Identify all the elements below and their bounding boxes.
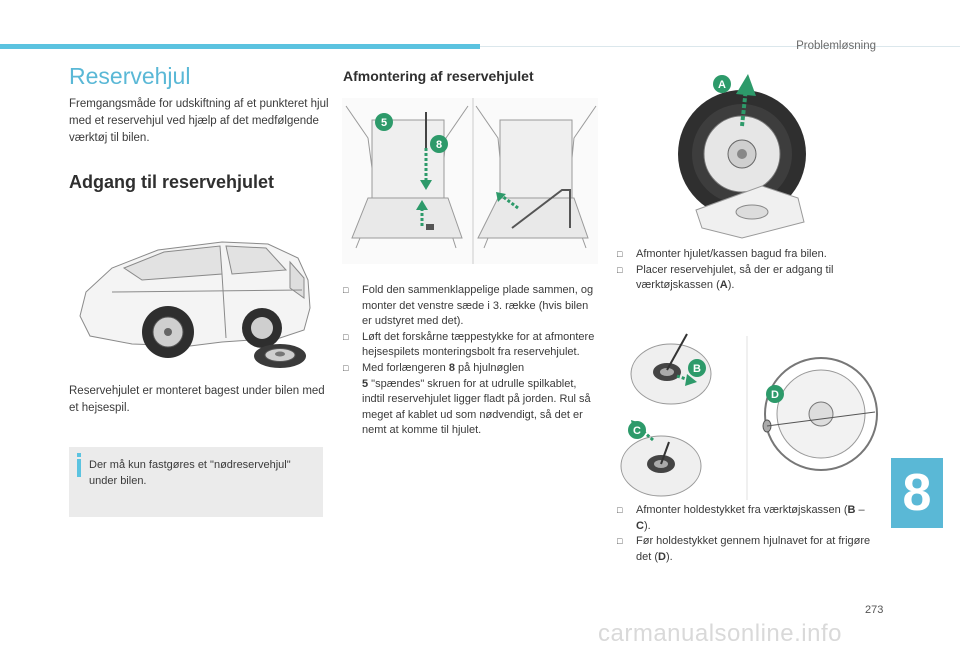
ref-b: B — [847, 504, 856, 516]
list-item: Før holdestykket gennem hjulnavet for at… — [617, 534, 877, 565]
removal-steps: Fold den sammenklappelige plade sammen, … — [343, 283, 599, 439]
list-item: Afmonter hjulet/kassen bagud fra bilen. — [617, 247, 877, 263]
page-number: 273 — [865, 604, 884, 616]
figure-label-b: B — [693, 363, 701, 375]
list-item: Løft det forskårne tæppestykke for at af… — [343, 330, 599, 361]
step-text: ). — [727, 279, 735, 292]
ref-c: C — [636, 519, 644, 532]
header-accent-bar — [0, 44, 480, 49]
page-title: Reservehjul — [69, 63, 191, 89]
step-text: Før holdestykket gennem hjulnavet for at… — [636, 535, 871, 563]
car-caption: Reservehjulet er monteret bagest under b… — [69, 385, 325, 414]
holder-steps: Afmonter holdestykket fra værktøjskassen… — [617, 503, 877, 565]
figure-label-5: 5 — [381, 117, 387, 129]
step-text: – — [855, 504, 865, 516]
chapter-number: 8 — [891, 458, 943, 528]
trunk-illustration: 5 8 — [342, 98, 598, 264]
step-text: Med forlængeren — [362, 361, 449, 374]
list-item: Afmonter holdestykket fra værktøjskassen… — [617, 503, 877, 534]
figure-label-d: D — [771, 389, 779, 401]
step-text: ). — [643, 519, 651, 532]
step-text: ). — [665, 550, 673, 563]
list-item: Fold den sammenklappelige plade sammen, … — [343, 283, 599, 330]
ref-d: D — [658, 550, 666, 563]
section-label: Problemløsning — [796, 40, 876, 52]
step-text: på hjulnøglen — [454, 361, 525, 374]
removal-heading: Afmontering af reservehjulet — [343, 68, 534, 84]
holder-removal-illustration: B C D — [620, 333, 878, 500]
access-heading: Adgang til reservehjulet — [69, 172, 275, 192]
car-illustration — [79, 241, 311, 368]
figure-label-c: C — [633, 425, 641, 437]
info-note: Der må kun fastgøres et "nødreservehjul"… — [69, 447, 323, 517]
figure-label-8: 8 — [436, 139, 442, 151]
step-text: Afmonter holdestykket fra værktøjskassen… — [636, 504, 848, 516]
ref-a: A — [719, 279, 728, 292]
step-text: Placer reservehjulet, så der er adgang t… — [636, 263, 834, 292]
figure-label-a: A — [718, 79, 726, 91]
step-text: "spændes" skruen for at udrulle spilkabl… — [362, 377, 591, 437]
ref-8: 8 — [448, 361, 455, 374]
ref-5: 5 — [362, 377, 369, 390]
header-rule — [480, 46, 960, 47]
list-item: Med forlængeren 8 på hjulnøglen 5 "spænd… — [343, 361, 599, 439]
intro-text: Fremgangsmåde for udskiftning af et punk… — [69, 98, 329, 144]
info-icon-stem — [77, 459, 81, 477]
info-icon — [77, 453, 81, 457]
info-note-text: Der må kun fastgøres et "nødreservehjul"… — [89, 459, 291, 487]
wheel-toolbox-illustration: A — [678, 74, 806, 239]
wheel-steps: Afmonter hjulet/kassen bagud fra bilen. … — [617, 247, 877, 294]
list-item: Placer reservehjulet, så der er adgang t… — [617, 263, 877, 294]
watermark: carmanualsonline.info — [598, 620, 842, 647]
